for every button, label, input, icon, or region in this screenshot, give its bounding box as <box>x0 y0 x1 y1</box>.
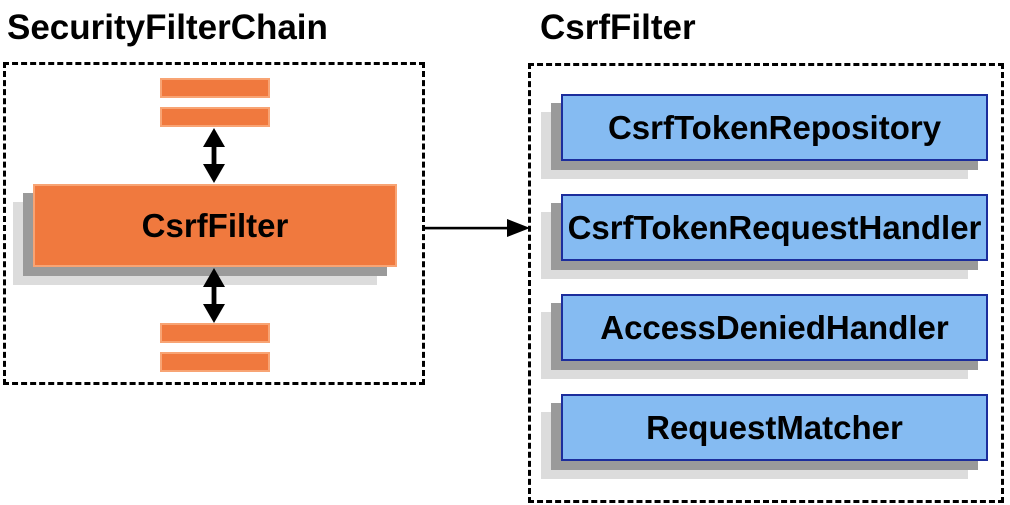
csrf-filter-box: CsrfFilter <box>33 184 397 267</box>
double-arrow-icon <box>203 128 225 183</box>
security-filter-chain-panel: CsrfFilter <box>3 62 425 385</box>
right-arrow-icon <box>423 219 530 237</box>
flow-arrow <box>420 213 530 243</box>
filter-chain-bar <box>160 352 270 372</box>
double-arrow-icon <box>203 268 225 323</box>
security-filter-chain-title: SecurityFilterChain <box>7 8 328 47</box>
bidirectional-arrow-top <box>199 128 229 183</box>
component-box-access-denied-handler: AccessDeniedHandler <box>561 294 988 361</box>
csrf-filter-title: CsrfFilter <box>540 8 696 47</box>
csrf-filter-panel: CsrfTokenRepository CsrfTokenRequestHand… <box>528 63 1004 503</box>
filter-chain-bar <box>160 107 270 127</box>
component-box-request-matcher: RequestMatcher <box>561 394 988 461</box>
filter-chain-bar <box>160 323 270 343</box>
component-box-csrf-token-request-handler: CsrfTokenRequestHandler <box>561 194 988 261</box>
filter-chain-bar <box>160 78 270 98</box>
component-box-csrf-token-repository: CsrfTokenRepository <box>561 94 988 161</box>
bidirectional-arrow-bottom <box>199 268 229 323</box>
